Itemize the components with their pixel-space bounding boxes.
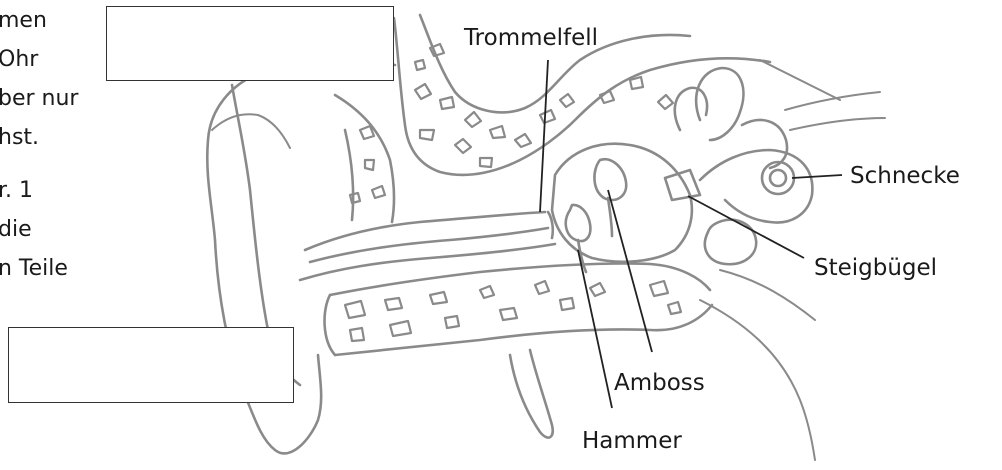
semicircular-canal-1 <box>696 68 743 140</box>
nerve-line-1 <box>785 92 880 110</box>
stirrup-bone <box>665 170 700 200</box>
lower-contour-2 <box>720 270 815 320</box>
ear-canal-lower <box>300 244 555 280</box>
semicircular-canal-2 <box>675 88 707 130</box>
styloid-process <box>510 350 553 438</box>
cochlea-inner <box>770 170 786 186</box>
semicircular-canal-3 <box>742 120 787 168</box>
label-steigbuegel: Steigbügel <box>814 255 937 281</box>
leader-trommelfell <box>540 60 548 212</box>
hammer-bone <box>566 205 591 272</box>
outer-ear-rim <box>212 114 290 148</box>
leader-schnecke <box>792 175 842 178</box>
lower-contour <box>700 300 815 460</box>
lower-bone-left-cap <box>325 295 335 355</box>
lower-cavity <box>705 220 756 265</box>
leader-amboss <box>608 190 652 352</box>
label-trommelfell: Trommelfell <box>463 25 598 51</box>
label-amboss: Amboss <box>614 370 705 396</box>
label-schnecke: Schnecke <box>850 163 960 189</box>
ear-canal-upper <box>305 212 545 250</box>
nerve-line-3 <box>760 60 840 100</box>
answer-box-top[interactable] <box>106 6 394 81</box>
label-hammer: Hammer <box>582 428 682 454</box>
temporal-bone-inner <box>345 130 353 220</box>
answer-box-bottom[interactable] <box>8 327 294 403</box>
bone-texture-lower <box>345 281 681 341</box>
nerve-line-2 <box>790 118 885 130</box>
cochlea-outer <box>762 162 794 194</box>
temporal-bone-band <box>335 95 394 222</box>
